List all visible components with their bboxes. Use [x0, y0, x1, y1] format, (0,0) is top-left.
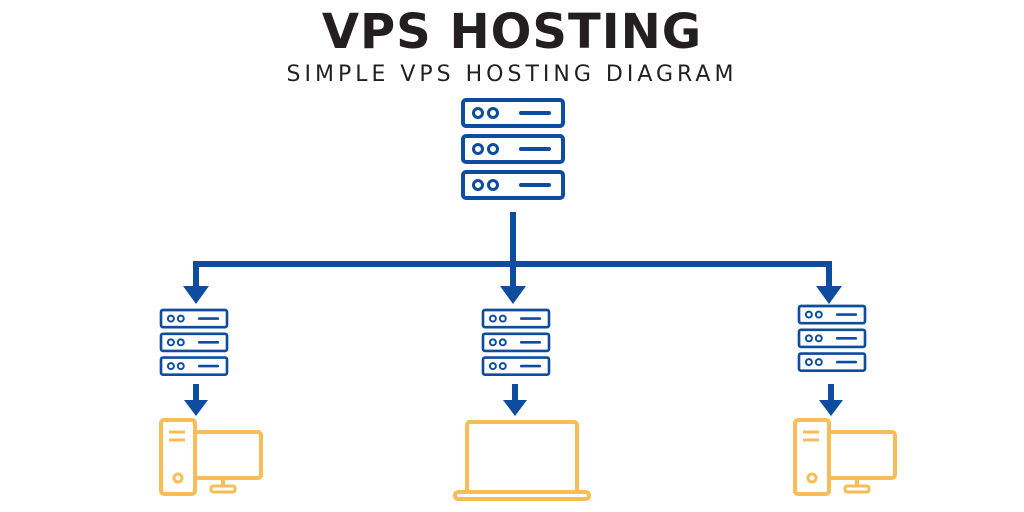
- laptop-icon: [453, 420, 591, 501]
- page-subtitle: SIMPLE VPS HOSTING DIAGRAM: [286, 62, 738, 87]
- arrow-to-client-1: [184, 384, 208, 416]
- arrow-to-vps-1: [183, 286, 209, 304]
- main-server-icon: [461, 98, 565, 200]
- vps-server-2-icon: [481, 308, 551, 376]
- desktop-computer-1-icon: [159, 418, 263, 496]
- desktop-computer-2-icon: [793, 418, 897, 496]
- arrow-to-client-2: [503, 384, 527, 416]
- vps-server-1-icon: [159, 308, 229, 376]
- arrow-to-vps-3: [816, 286, 842, 304]
- connector-lines: [193, 212, 832, 288]
- arrow-to-client-3: [819, 384, 843, 416]
- vps-server-3-icon: [797, 304, 867, 372]
- arrow-to-vps-2: [500, 286, 526, 304]
- page-title: VPS HOSTING: [321, 4, 703, 60]
